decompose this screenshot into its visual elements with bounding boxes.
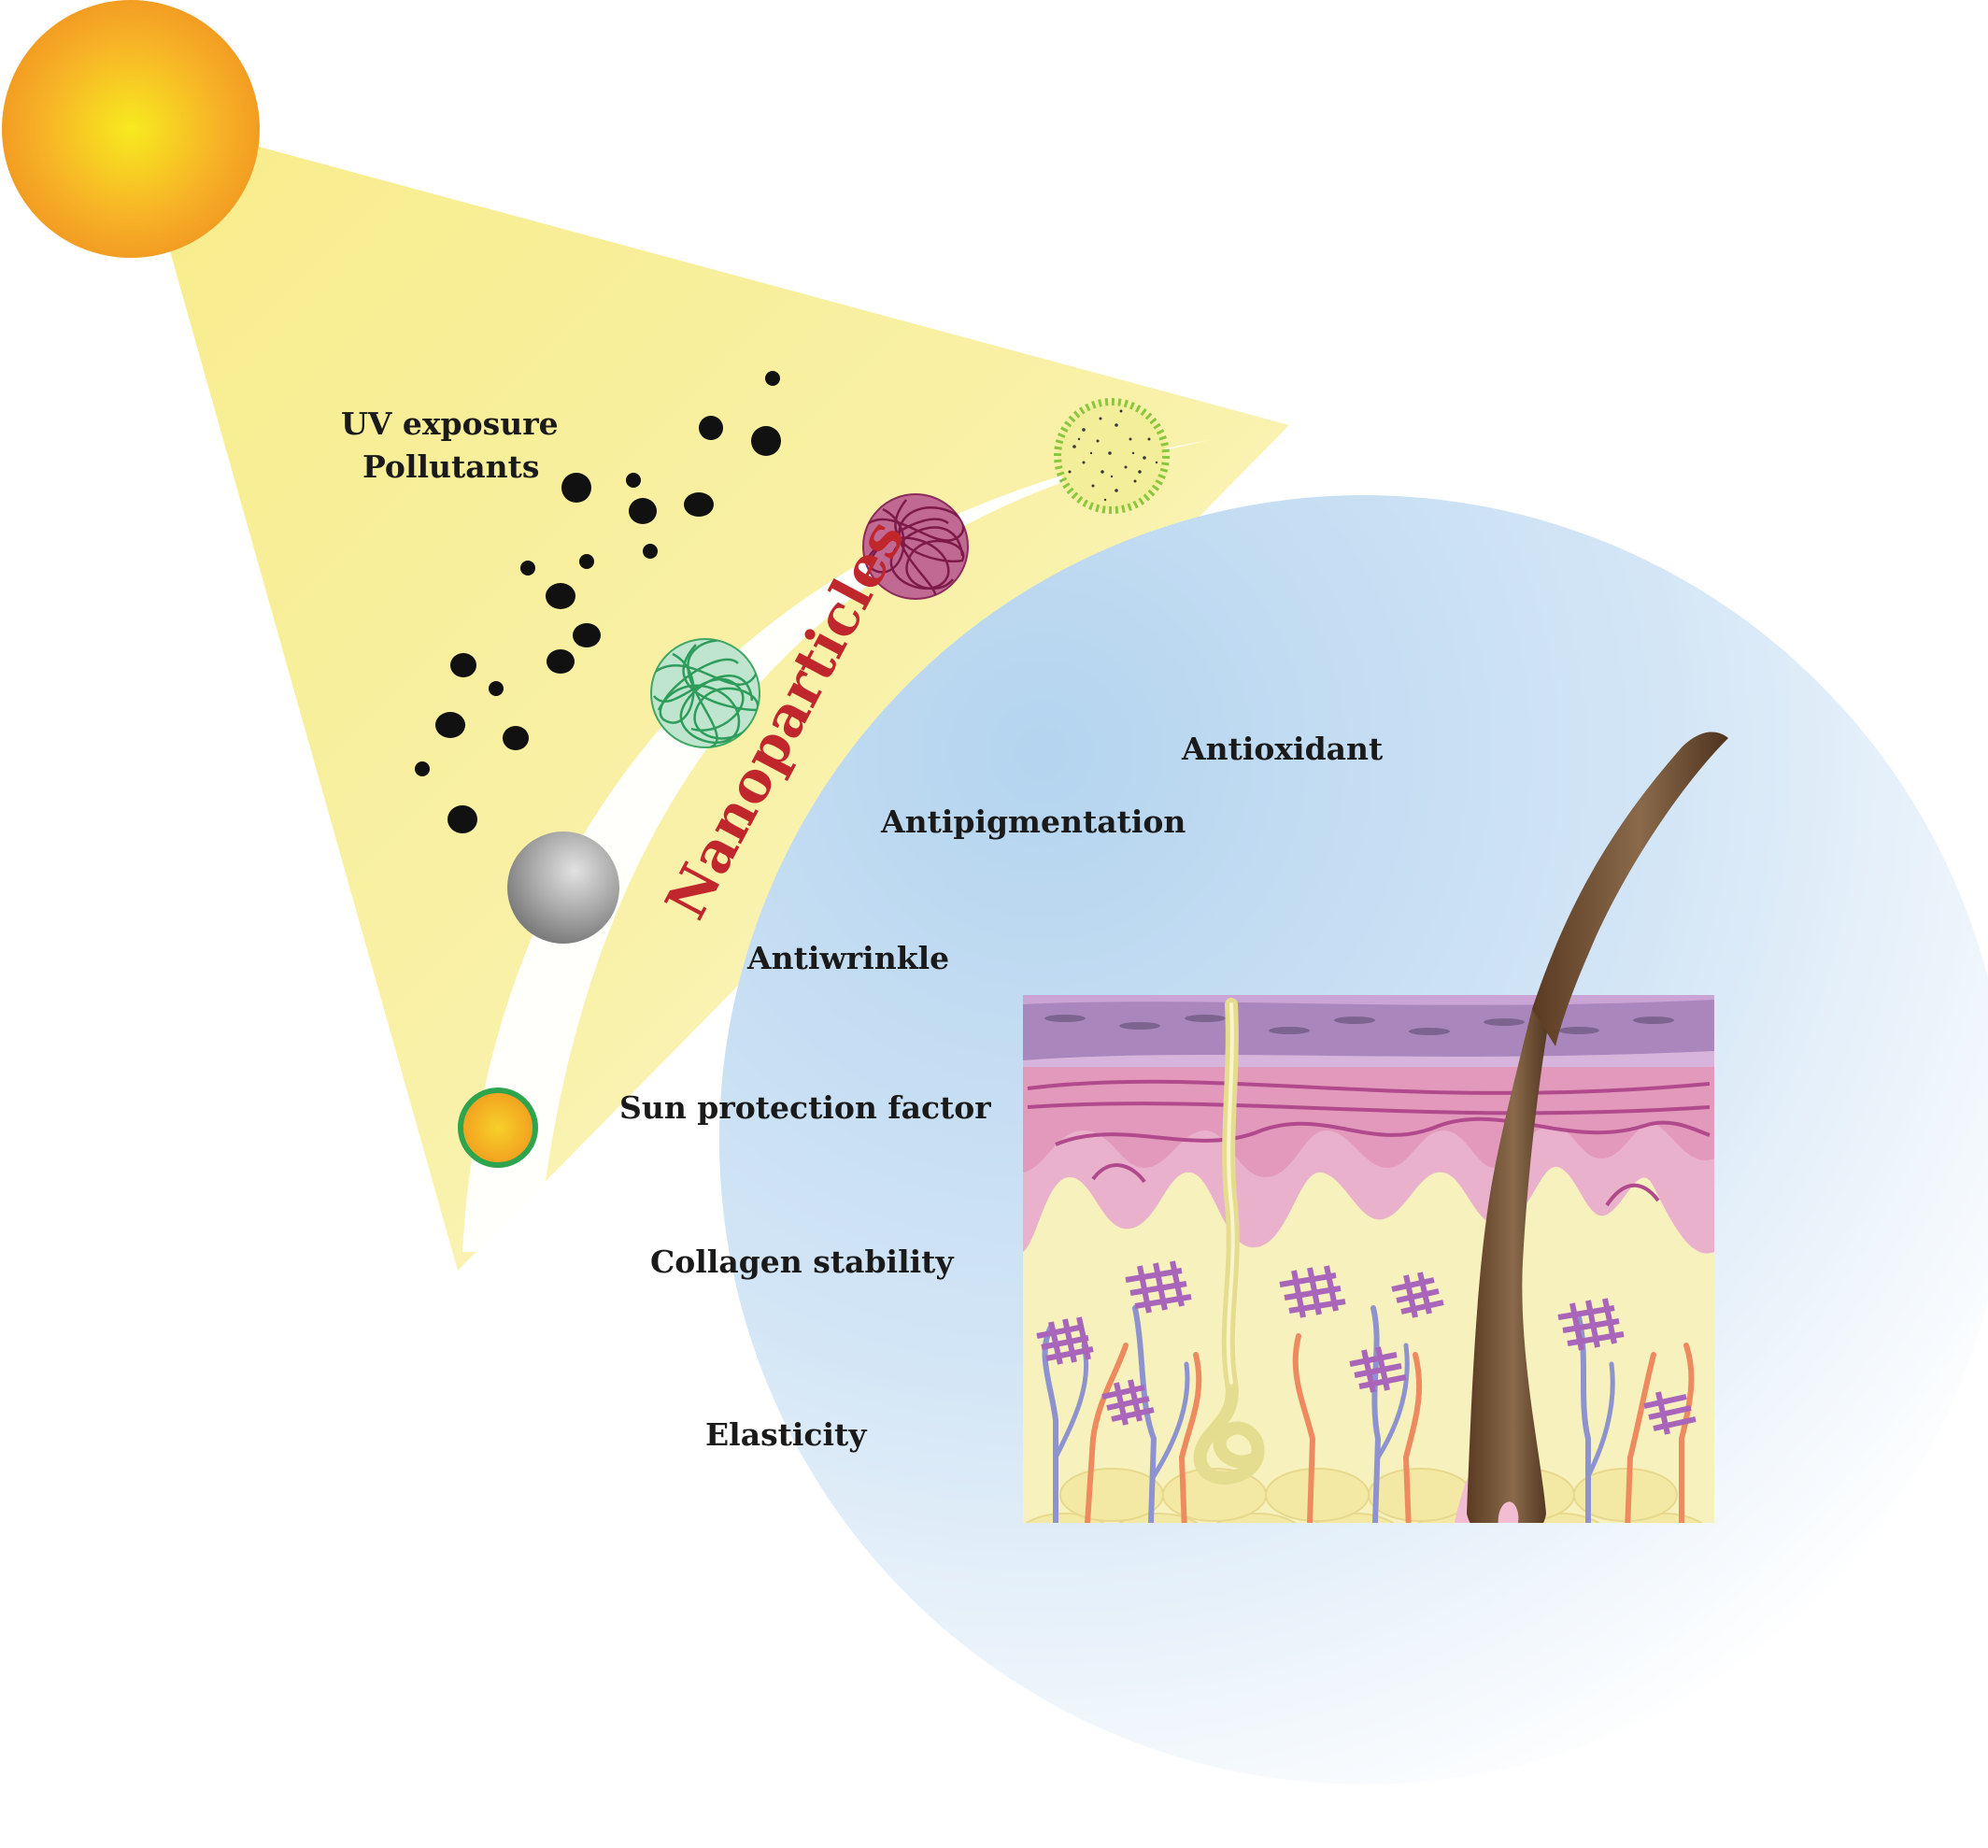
pollutants-label: Pollutants — [362, 448, 539, 485]
antipigmentation-label: Antipigmentation — [880, 803, 1186, 840]
solid-nanoparticle-icon — [507, 832, 619, 944]
pollutant-particle-icon — [520, 561, 535, 576]
pollutant-particles — [415, 371, 781, 833]
nanoparticle-arc-band — [462, 439, 1214, 1252]
pollutant-particle-icon — [629, 498, 657, 524]
hair-shaft-icon — [1532, 732, 1728, 1046]
pollutant-particle-icon — [699, 416, 723, 440]
pollutant-particle-icon — [489, 681, 504, 696]
pollutant-particle-icon — [684, 492, 714, 517]
pollutant-particle-icon — [547, 649, 575, 674]
skin-cross-section-icon — [1023, 995, 1714, 1523]
sun-protection-factor-label: Sun protection factor — [619, 1089, 991, 1126]
elasticity-label: Elasticity — [705, 1416, 867, 1453]
pollutant-particle-icon — [435, 712, 465, 738]
pollutant-particle-icon — [546, 583, 575, 609]
uv-exposure-label: UV exposure — [341, 405, 559, 442]
pollutant-particle-icon — [561, 473, 591, 503]
pollutant-particle-icon — [765, 371, 780, 386]
sun-icon — [2, 0, 260, 258]
pollutant-particle-icon — [450, 653, 476, 677]
collagen-stability-label: Collagen stability — [650, 1244, 954, 1280]
antioxidant-label: Antioxidant — [1181, 731, 1384, 767]
antiwrinkle-label: Antiwrinkle — [746, 940, 949, 976]
liposome-nanoparticle-icon — [1054, 398, 1170, 514]
pollutant-particle-icon — [503, 726, 529, 750]
pollutant-particle-icon — [579, 554, 594, 569]
pollutant-particle-icon — [751, 426, 781, 456]
polymeric-nanoparticle-icon — [862, 493, 969, 600]
pollutant-particle-icon — [447, 805, 477, 833]
core-shell-nanoparticle-icon — [458, 1087, 538, 1168]
hair-follicle-icon — [1455, 1009, 1551, 1523]
pollutant-particle-icon — [643, 544, 658, 559]
polymeric-nanoparticle-icon — [650, 638, 760, 748]
pollutant-particle-icon — [573, 623, 601, 647]
pollutant-particle-icon — [415, 761, 430, 776]
pollutant-particle-icon — [626, 473, 641, 488]
